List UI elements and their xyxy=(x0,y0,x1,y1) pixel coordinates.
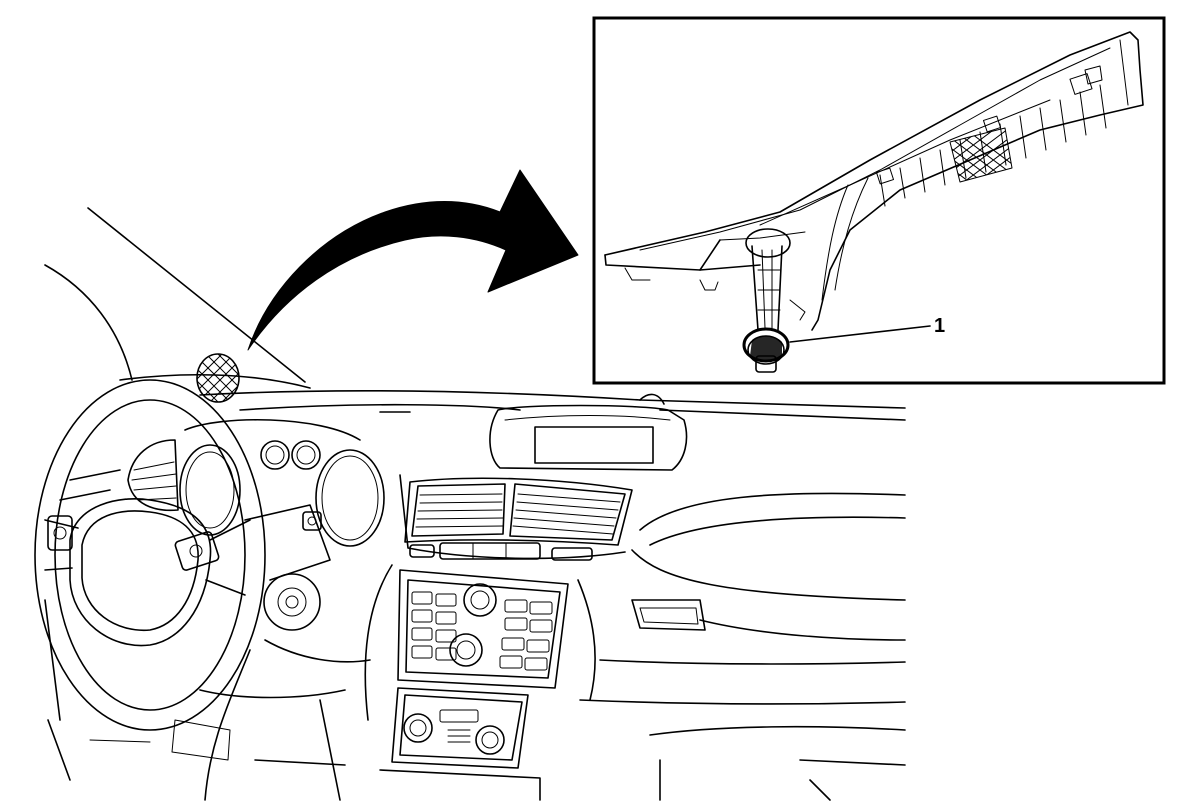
lower-left-panel xyxy=(44,599,346,801)
curved-arrow-icon xyxy=(247,169,579,351)
callout-label-1: 1 xyxy=(934,315,945,337)
control-strip xyxy=(409,542,593,561)
center-air-vents xyxy=(399,474,633,560)
left-air-vent xyxy=(59,439,179,512)
steering-wheel xyxy=(34,379,266,781)
windshield-lines xyxy=(44,207,311,389)
sensor-connector xyxy=(742,228,806,373)
instrument-cluster xyxy=(179,418,385,547)
radio-panel xyxy=(364,564,596,721)
detail-inset: 1 xyxy=(592,16,1166,385)
passenger-dash xyxy=(579,492,906,801)
climate-panel xyxy=(379,687,541,801)
speaker-grille-icon xyxy=(196,353,240,403)
callout-leader-line xyxy=(789,325,931,343)
center-display xyxy=(489,404,688,471)
steering-column xyxy=(199,504,371,699)
dashboard-top xyxy=(199,390,906,421)
pillar-trim-panel xyxy=(604,31,1144,331)
dashboard-scene xyxy=(34,207,906,801)
